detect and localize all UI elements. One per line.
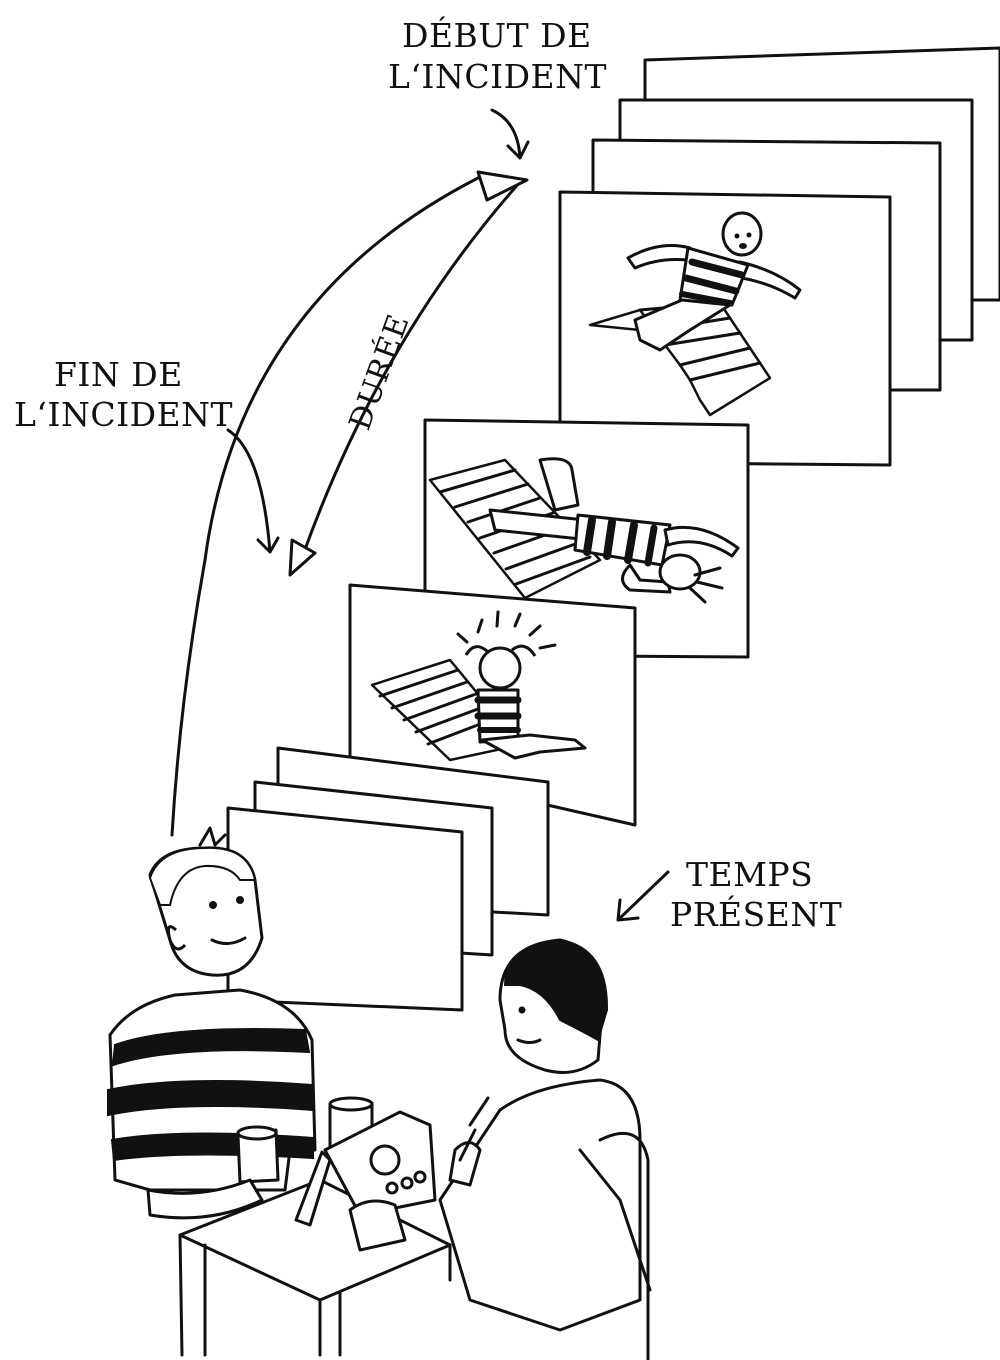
present-time-label-line1: TEMPS [686, 855, 814, 894]
lying-person-head [658, 553, 702, 591]
frame-incident-start [558, 190, 892, 467]
present-time-label-line2: PRÉSENT [670, 895, 843, 934]
falling-person [626, 211, 802, 352]
lying-person [488, 457, 740, 604]
recording-device [294, 1110, 437, 1227]
falling-person-head [721, 211, 763, 257]
frame-present-1 [226, 806, 464, 1012]
hurt-person-head [478, 646, 522, 690]
duration-arrow [288, 170, 529, 577]
present-pointer-arrow [616, 870, 670, 922]
sitting-hurt-person [456, 610, 587, 760]
interviewer-person [348, 938, 652, 1332]
chair [598, 1131, 650, 1360]
duration-label: DURÉE [342, 309, 417, 435]
incident-end-label-line2: L‘INCIDENT [14, 395, 234, 434]
start-pointer-arrow [490, 108, 530, 160]
device-dial [369, 1144, 401, 1176]
duration-arrow-head-bottom [288, 538, 317, 577]
incident-start-label-line2: L‘INCIDENT [388, 57, 608, 96]
duration-arrow-head-top [476, 170, 529, 202]
end-pointer-arrow [226, 428, 280, 554]
striped-shirt-person [107, 826, 317, 1220]
timeline-arc [170, 176, 480, 837]
present-frames-stack [226, 746, 550, 1012]
incident-start-label-line1: DÉBUT DE [402, 16, 592, 55]
incident-end-label-line1: FIN DE [54, 355, 183, 394]
